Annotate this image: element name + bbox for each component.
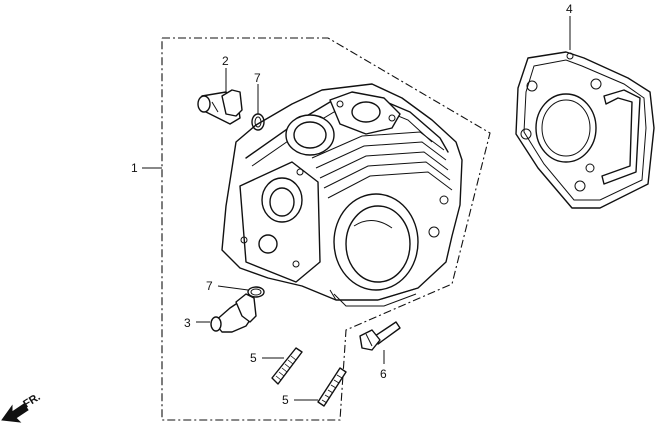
callout-2: 2 bbox=[222, 54, 229, 68]
leader-lines bbox=[142, 16, 571, 401]
callout-1: 1 bbox=[131, 161, 138, 175]
flange-bolt bbox=[359, 321, 401, 351]
callout-4: 4 bbox=[566, 2, 573, 16]
callout-5-lower: 5 bbox=[282, 393, 289, 407]
cylinder-head bbox=[221, 83, 463, 307]
head-gasket bbox=[515, 51, 655, 209]
callout-6: 6 bbox=[380, 367, 387, 381]
stud-bolt-lower bbox=[317, 367, 347, 407]
intake-joint bbox=[210, 293, 257, 333]
callout-7-upper: 7 bbox=[254, 71, 261, 85]
o-ring-lower bbox=[247, 286, 265, 298]
callout-3: 3 bbox=[184, 316, 191, 330]
front-arrow-icon: FR. bbox=[1, 391, 43, 423]
callout-5-upper: 5 bbox=[250, 351, 257, 365]
breather-joint bbox=[197, 89, 243, 125]
stud-bolt-upper bbox=[271, 347, 303, 385]
assembly-boundary bbox=[161, 37, 491, 421]
callout-7-lower: 7 bbox=[206, 279, 213, 293]
